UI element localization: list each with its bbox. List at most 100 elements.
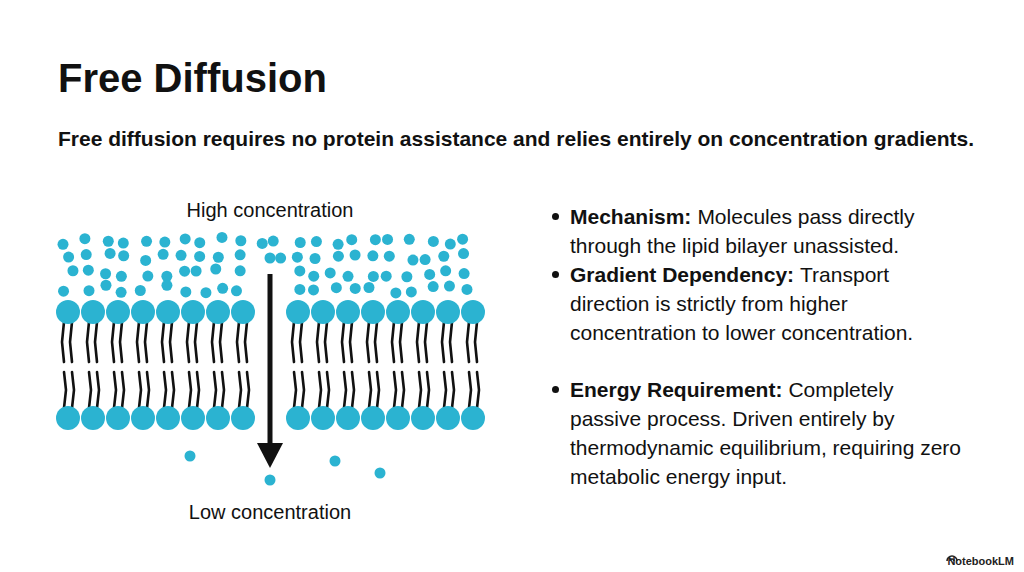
- lipid-tail: [400, 322, 402, 362]
- molecule: [194, 251, 205, 262]
- lipid-tail: [377, 372, 379, 408]
- molecule: [370, 234, 381, 245]
- molecule: [445, 239, 456, 250]
- lipid-tail: [170, 322, 172, 362]
- lipid-head: [81, 300, 105, 324]
- lipid-head: [106, 300, 130, 324]
- lipid-head: [156, 406, 180, 430]
- gradient-arrow-shaft: [268, 274, 273, 446]
- molecule: [350, 250, 361, 261]
- lipid-head: [386, 406, 410, 430]
- molecule: [420, 254, 431, 265]
- lipid-tail: [417, 322, 419, 362]
- lipid-head: [181, 406, 205, 430]
- molecule: [407, 255, 418, 266]
- lipid-tail: [469, 372, 471, 408]
- lipid-tail: [187, 322, 189, 362]
- lipid-tail: [97, 372, 99, 408]
- watermark: NotebookLM: [860, 554, 1014, 568]
- lipid-tail: [162, 322, 164, 362]
- lipid-head: [436, 406, 460, 430]
- concentration-label: High concentration: [120, 198, 420, 222]
- lipid-tail: [72, 372, 74, 408]
- molecule: [194, 237, 205, 248]
- lipid-tail: [247, 372, 249, 408]
- molecule: [217, 283, 228, 294]
- lipid-tail: [95, 322, 97, 362]
- molecule: [350, 283, 361, 294]
- lipid-tail: [342, 322, 344, 362]
- molecule: [235, 235, 246, 246]
- molecule: [343, 271, 354, 282]
- molecule: [135, 285, 146, 296]
- molecule: [390, 287, 401, 298]
- molecule: [257, 238, 268, 249]
- molecule: [103, 236, 114, 247]
- lipid-tail: [427, 372, 429, 408]
- lipid-tail: [450, 322, 452, 362]
- lipid-tail: [137, 322, 139, 362]
- molecule: [458, 248, 469, 259]
- molecule: [331, 282, 342, 293]
- lipid-tail: [62, 322, 64, 362]
- molecule: [406, 286, 417, 297]
- lipid-tail: [112, 322, 114, 362]
- lipid-head: [461, 406, 485, 430]
- lipid-tail: [172, 372, 174, 408]
- molecule: [444, 281, 455, 292]
- molecule: [216, 232, 227, 243]
- lipid-head: [411, 406, 435, 430]
- lipid-tail: [245, 322, 247, 362]
- lipid-tail: [419, 372, 421, 408]
- molecule: [428, 281, 439, 292]
- molecule: [440, 265, 451, 276]
- lipid-head: [106, 406, 130, 430]
- lipid-tail: [467, 322, 469, 362]
- molecule: [116, 287, 127, 298]
- lipid-head: [286, 406, 310, 430]
- lipid-tail: [120, 322, 122, 362]
- molecule: [363, 282, 374, 293]
- bullet-dot: [552, 213, 559, 220]
- molecule: [235, 249, 246, 260]
- lipid-head: [311, 300, 335, 324]
- lipid-head: [56, 300, 80, 324]
- lipid-tail: [237, 322, 239, 362]
- molecule: [81, 249, 92, 260]
- molecule: [63, 252, 74, 263]
- molecule: [294, 284, 305, 295]
- molecule: [294, 265, 305, 276]
- molecules: [58, 232, 473, 486]
- lipid-tail: [317, 322, 319, 362]
- lipid-tail: [214, 372, 216, 408]
- molecule: [141, 236, 152, 247]
- molecule: [84, 285, 95, 296]
- lipid-head: [131, 406, 155, 430]
- lipid-head: [231, 300, 255, 324]
- lipid-tail: [444, 372, 446, 408]
- lipid-tail: [197, 372, 199, 408]
- molecule: [401, 271, 412, 282]
- molecule: [235, 265, 246, 276]
- molecule: [292, 252, 303, 263]
- molecule: [428, 236, 439, 247]
- lipid-head: [156, 300, 180, 324]
- lipid-tail: [222, 372, 224, 408]
- lipid-tail: [327, 372, 329, 408]
- molecule: [384, 251, 395, 262]
- molecule: [265, 475, 276, 486]
- molecule: [200, 287, 211, 298]
- molecule: [231, 285, 242, 296]
- molecule: [275, 253, 286, 264]
- lipid-tail: [145, 322, 147, 362]
- lipid-tail: [319, 372, 321, 408]
- lipid-tail: [70, 322, 72, 362]
- molecule: [311, 236, 322, 247]
- lipid-tail: [300, 322, 302, 362]
- molecule: [185, 451, 196, 462]
- molecule: [58, 286, 69, 297]
- lipid-head: [436, 300, 460, 324]
- molecule: [367, 250, 378, 261]
- molecule: [375, 468, 386, 479]
- molecule: [461, 284, 472, 295]
